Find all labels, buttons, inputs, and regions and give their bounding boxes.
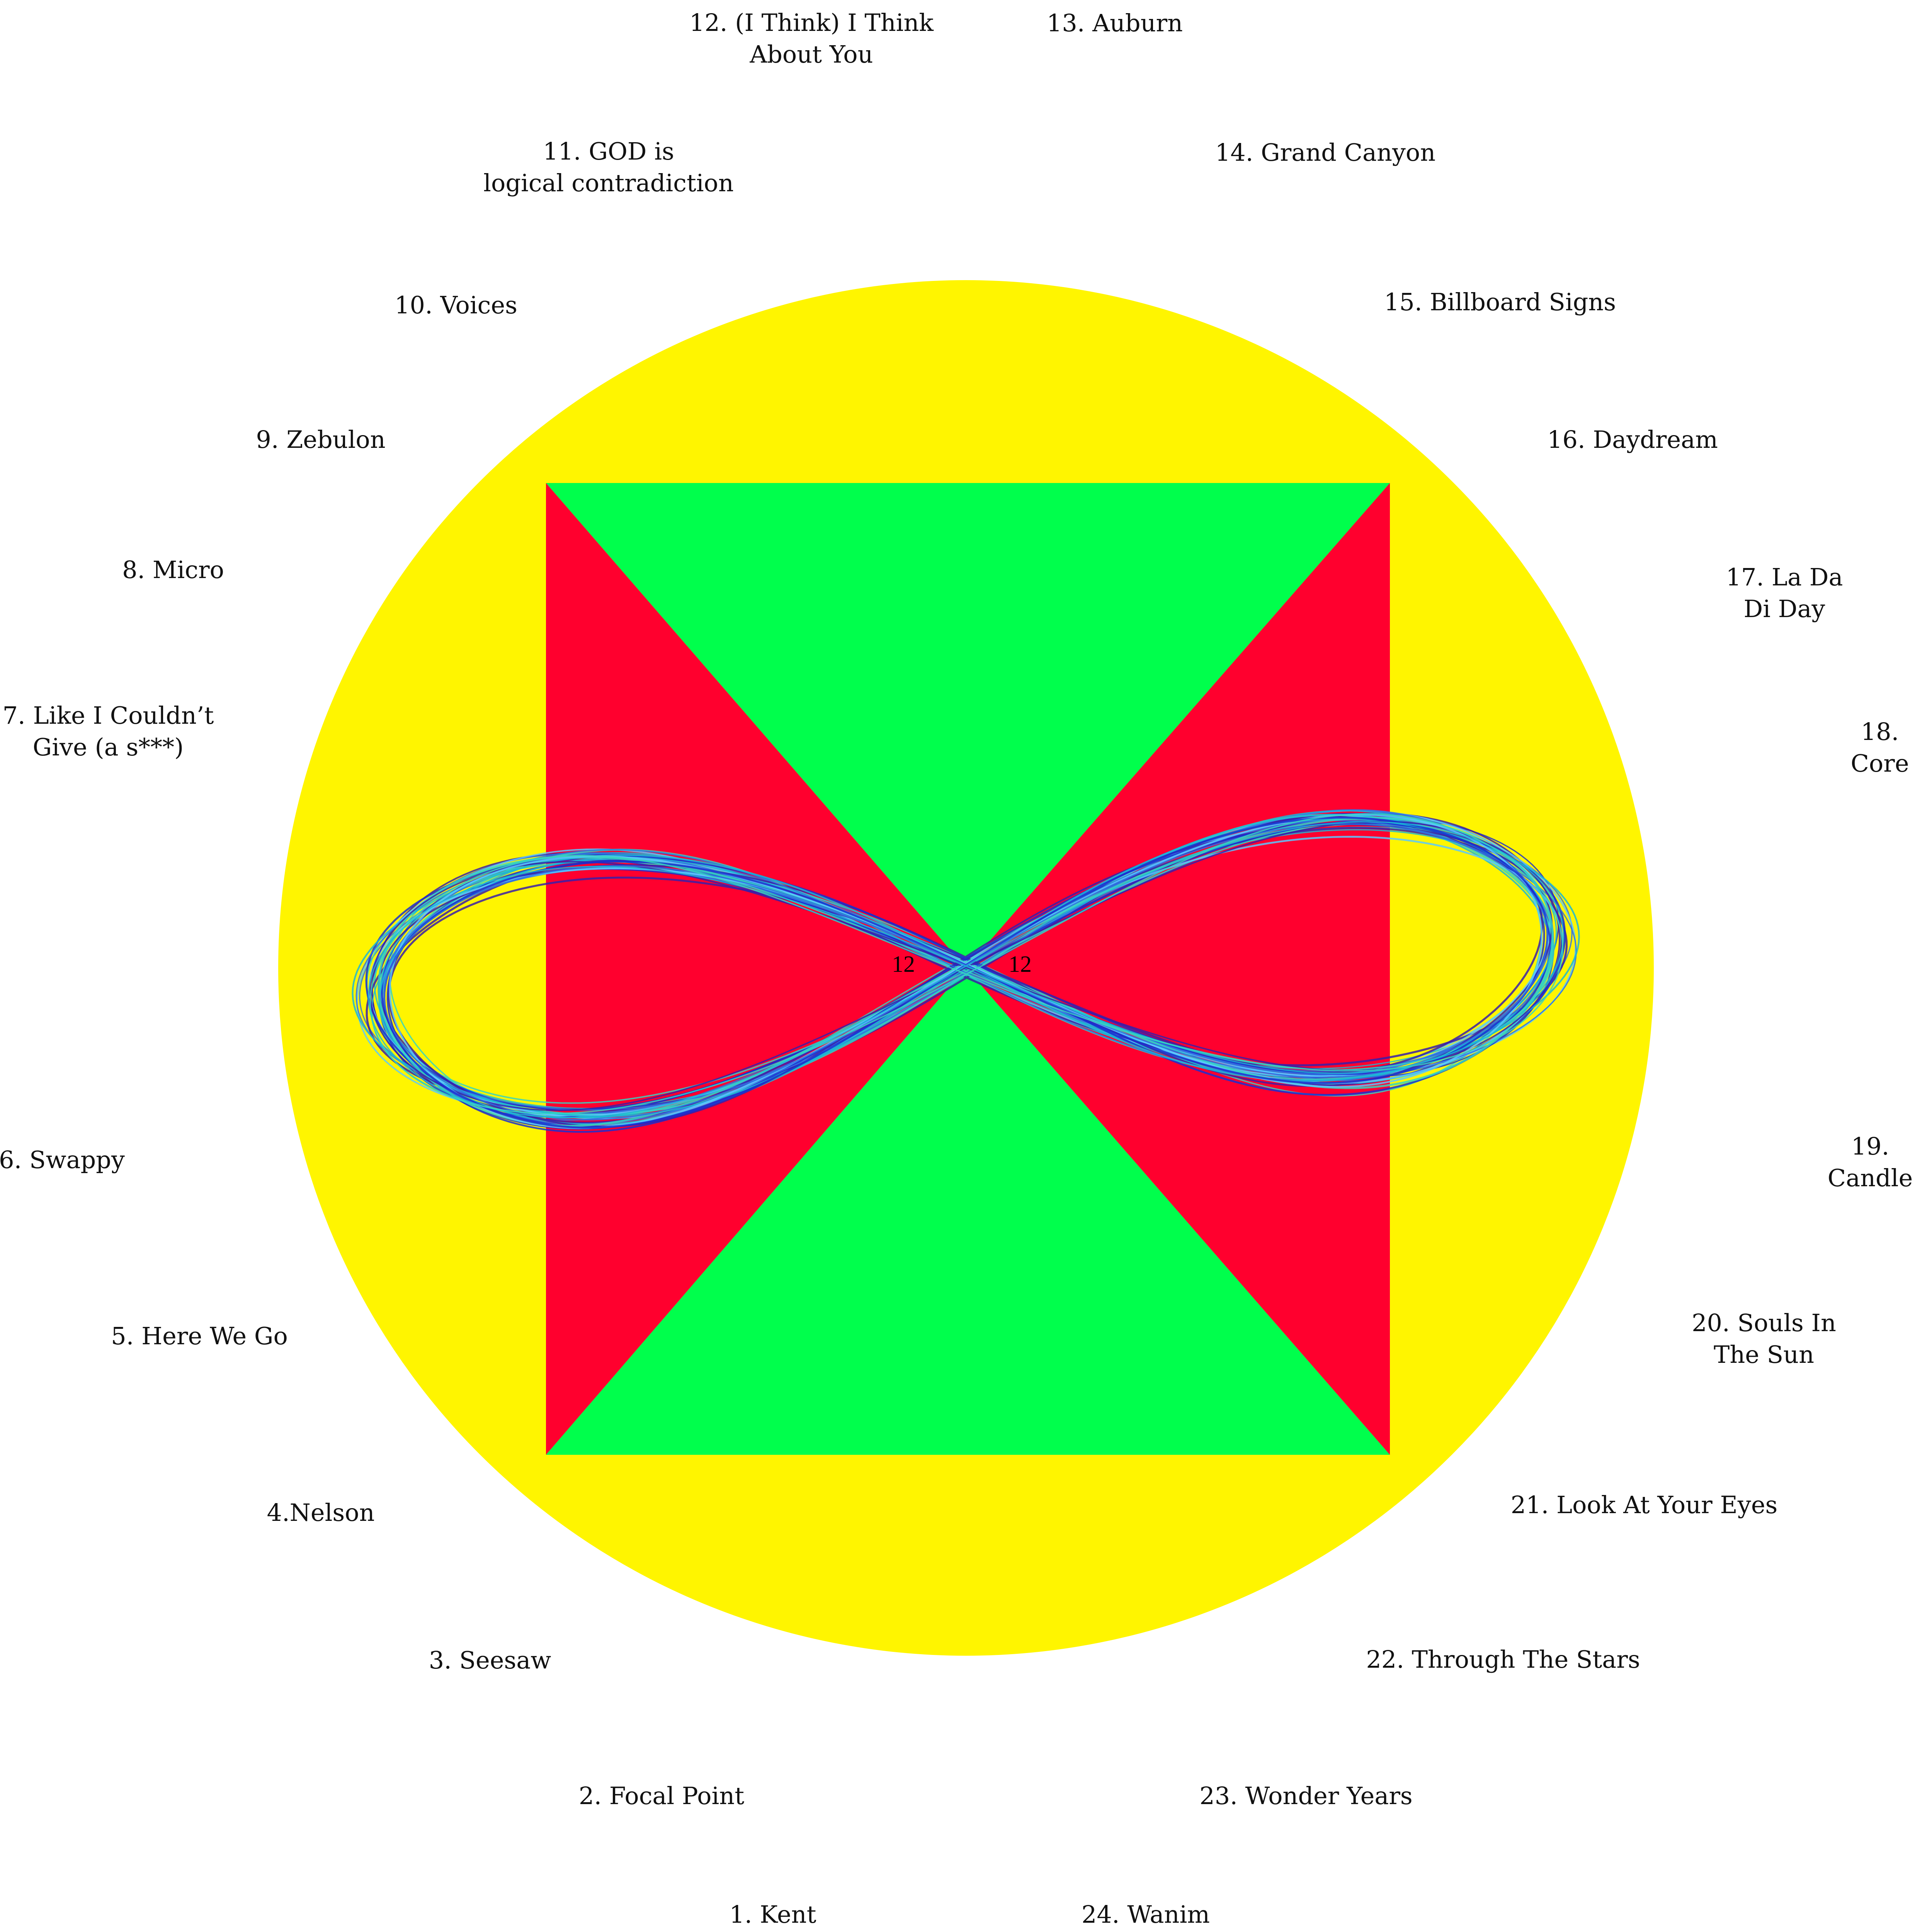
track-label-11: 11. GOD is logical contradiction: [483, 137, 734, 197]
track-label-21: 21. Look At Your Eyes: [1510, 1491, 1778, 1519]
top-green-triangle: [546, 483, 1390, 968]
track-label-2: 2. Focal Point: [578, 1782, 745, 1810]
center-number-left: 12: [892, 951, 915, 977]
track-label-18: 18. Core: [1850, 718, 1909, 777]
track-label-16: 16. Daydream: [1547, 425, 1718, 454]
track-label-8: 8. Micro: [122, 556, 224, 584]
track-label-24: 24. Wanim: [1081, 1900, 1210, 1929]
track-label-22: 22. Through The Stars: [1366, 1645, 1640, 1673]
loop-stroke: [368, 821, 1564, 1119]
right-red-triangle: [966, 483, 1390, 1455]
track-label-17: 17. La Da Di Day: [1726, 563, 1843, 623]
loop-stroke: [369, 813, 1563, 1114]
infinity-loop-strokes: [352, 809, 1580, 1133]
loop-stroke: [384, 823, 1548, 1121]
track-label-10: 10. Voices: [395, 291, 517, 319]
track-label-12: 12. (I Think) I Think About You: [689, 9, 934, 68]
track-label-4: 4.Nelson: [267, 1498, 375, 1527]
track-label-14: 14. Grand Canyon: [1215, 138, 1436, 167]
loop-stroke: [369, 821, 1562, 1111]
track-label-7: 7. Like I Couldn’t Give (a s***): [2, 701, 214, 761]
center-number-right: 12: [1009, 951, 1032, 977]
track-label-6: 6. Swappy: [0, 1146, 125, 1174]
track-label-5: 5. Here We Go: [111, 1322, 288, 1350]
track-label-1: 1. Kent: [729, 1900, 816, 1929]
track-label-19: 19. Candle: [1827, 1132, 1913, 1192]
track-label-23: 23. Wonder Years: [1199, 1782, 1413, 1810]
track-label-20: 20. Souls In The Sun: [1692, 1309, 1836, 1369]
bottom-green-triangle: [546, 968, 1390, 1455]
track-label-13: 13. Auburn: [1046, 9, 1183, 37]
left-red-triangle: [546, 483, 966, 1455]
track-label-15: 15. Billboard Signs: [1384, 288, 1616, 316]
track-label-3: 3. Seesaw: [429, 1646, 551, 1674]
track-label-9: 9. Zebulon: [256, 425, 386, 454]
